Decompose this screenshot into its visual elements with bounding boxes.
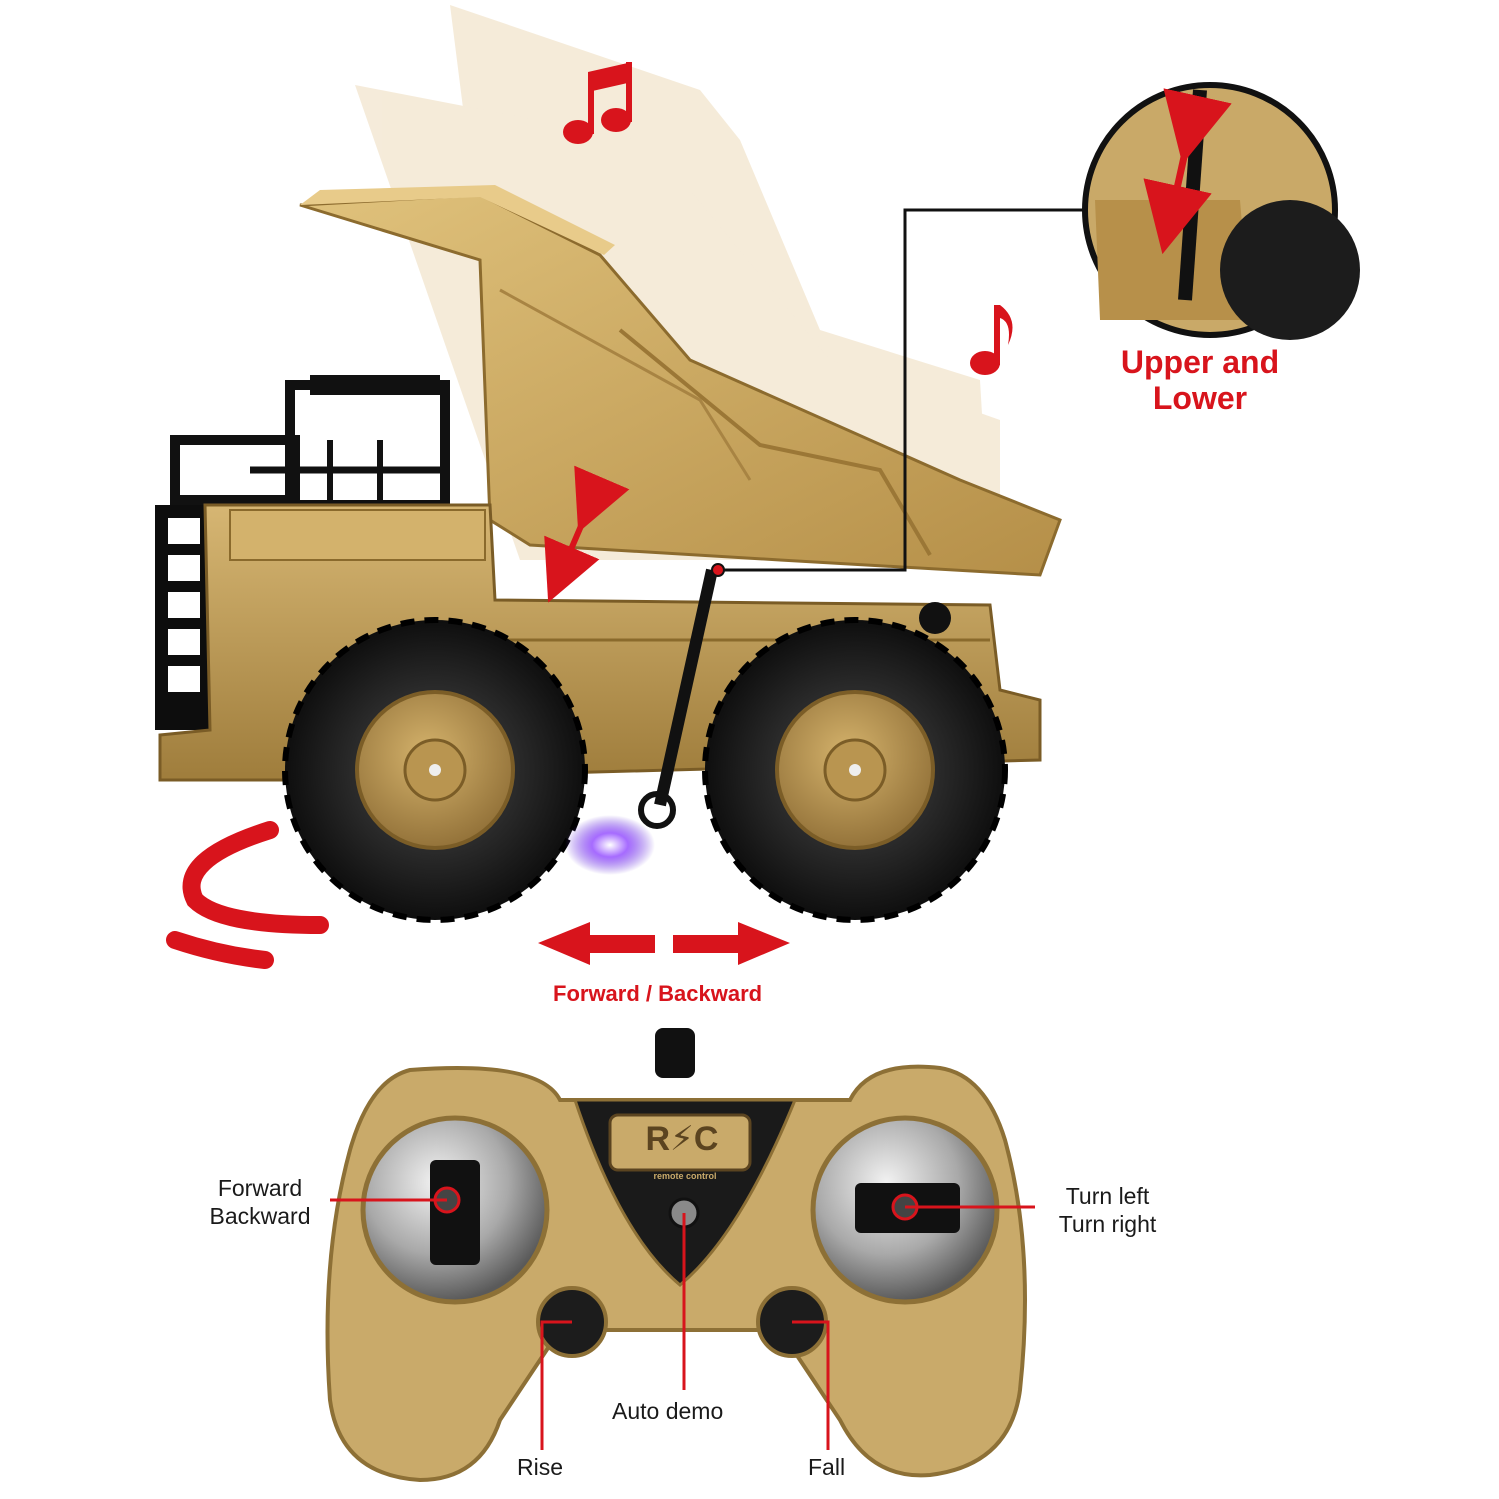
upper-lower-label: Upper and Lower <box>1120 344 1280 416</box>
remote-badge-subtext: remote control <box>653 1171 717 1181</box>
under-light <box>565 815 655 875</box>
forward-backward-label: Forward / Backward <box>553 981 763 1006</box>
bed-callout <box>711 82 1360 577</box>
music-note-icon <box>970 305 1013 375</box>
cab-cage <box>170 375 450 510</box>
auto-demo-label: Auto demo <box>612 1398 724 1424</box>
remote-badge: R⚡C <box>645 1120 719 1158</box>
remote-callouts <box>330 1198 1035 1450</box>
rise-label: Rise <box>517 1454 564 1480</box>
fall-label: Fall <box>808 1454 846 1480</box>
hydraulic-piston <box>638 568 718 829</box>
drive-arrow-icon <box>538 922 790 965</box>
front-wheel <box>702 617 1008 923</box>
dump-bed <box>299 185 1062 577</box>
music-note-icon <box>563 62 632 144</box>
left-stick-label: Forward Backward <box>209 1175 311 1229</box>
rear-wheel <box>282 617 588 923</box>
turn-arrow-icon <box>166 821 329 969</box>
lift-arrow-icon <box>544 465 630 603</box>
right-stick-label: Turn left Turn right <box>1058 1183 1157 1237</box>
front-ladder <box>155 505 210 730</box>
